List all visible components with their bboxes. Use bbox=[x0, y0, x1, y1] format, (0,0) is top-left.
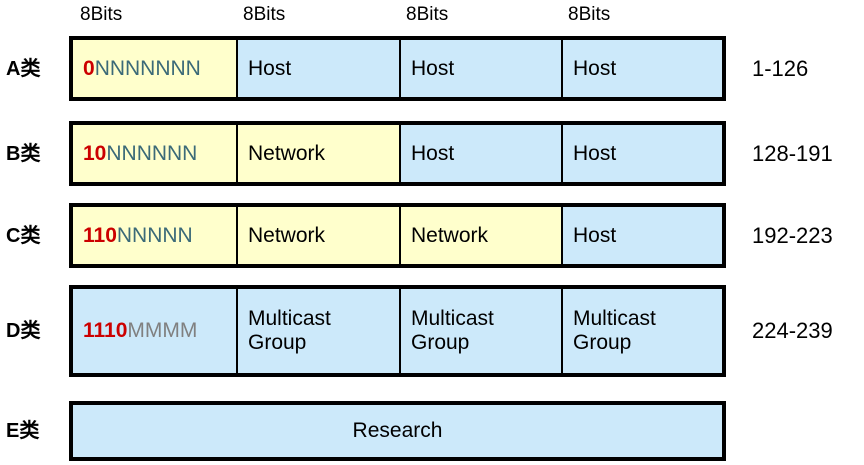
column-header-bits-3: 8Bits bbox=[406, 4, 449, 25]
range-label-1: 1-126 bbox=[752, 55, 809, 81]
octet-cell-1-3: Host bbox=[399, 40, 561, 97]
class-label-4: D类 bbox=[6, 320, 41, 342]
range-label-2: 128-191 bbox=[752, 140, 833, 166]
bit-prefix: 1110 bbox=[83, 319, 128, 343]
octet-cell-3-3: Network bbox=[399, 207, 561, 264]
class-label-1: A类 bbox=[6, 57, 41, 80]
bit-suffix: NNNNNN bbox=[106, 141, 198, 165]
bit-suffix: NNNNNNN bbox=[94, 56, 201, 80]
range-label-3: 192-223 bbox=[752, 222, 833, 248]
octet-cell-3-2: Network bbox=[236, 207, 399, 264]
octet-cell-4-4: Multicast Group bbox=[561, 289, 722, 373]
bit-suffix: MMMM bbox=[127, 319, 198, 343]
bit-suffix: NNNNN bbox=[116, 223, 193, 247]
octet-cell-5-1: Research bbox=[73, 405, 722, 457]
column-header-bits-4: 8Bits bbox=[568, 4, 611, 25]
class-label-3: C类 bbox=[6, 224, 41, 247]
octet-cell-2-4: Host bbox=[561, 125, 722, 182]
class-label-2: B类 bbox=[6, 142, 41, 165]
bit-prefix: 110 bbox=[83, 223, 117, 247]
bit-prefix: 0 bbox=[83, 56, 95, 80]
class-row-5: Research bbox=[69, 401, 726, 461]
class-label-5: E类 bbox=[6, 420, 40, 442]
octet-cell-2-3: Host bbox=[399, 125, 561, 182]
octet-cell-3-4: Host bbox=[561, 207, 722, 264]
octet-cell-4-2: Multicast Group bbox=[236, 289, 399, 373]
column-header-bits-1: 8Bits bbox=[80, 4, 123, 25]
octet-cell-1-2: Host bbox=[236, 40, 399, 97]
octet-cell-2-2: Network bbox=[236, 125, 399, 182]
column-header-bits-2: 8Bits bbox=[243, 4, 286, 25]
octet-cell-1-4: Host bbox=[561, 40, 722, 97]
range-label-4: 224-239 bbox=[752, 318, 833, 343]
bit-prefix: 10 bbox=[83, 141, 107, 165]
octet-cell-4-3: Multicast Group bbox=[399, 289, 561, 373]
